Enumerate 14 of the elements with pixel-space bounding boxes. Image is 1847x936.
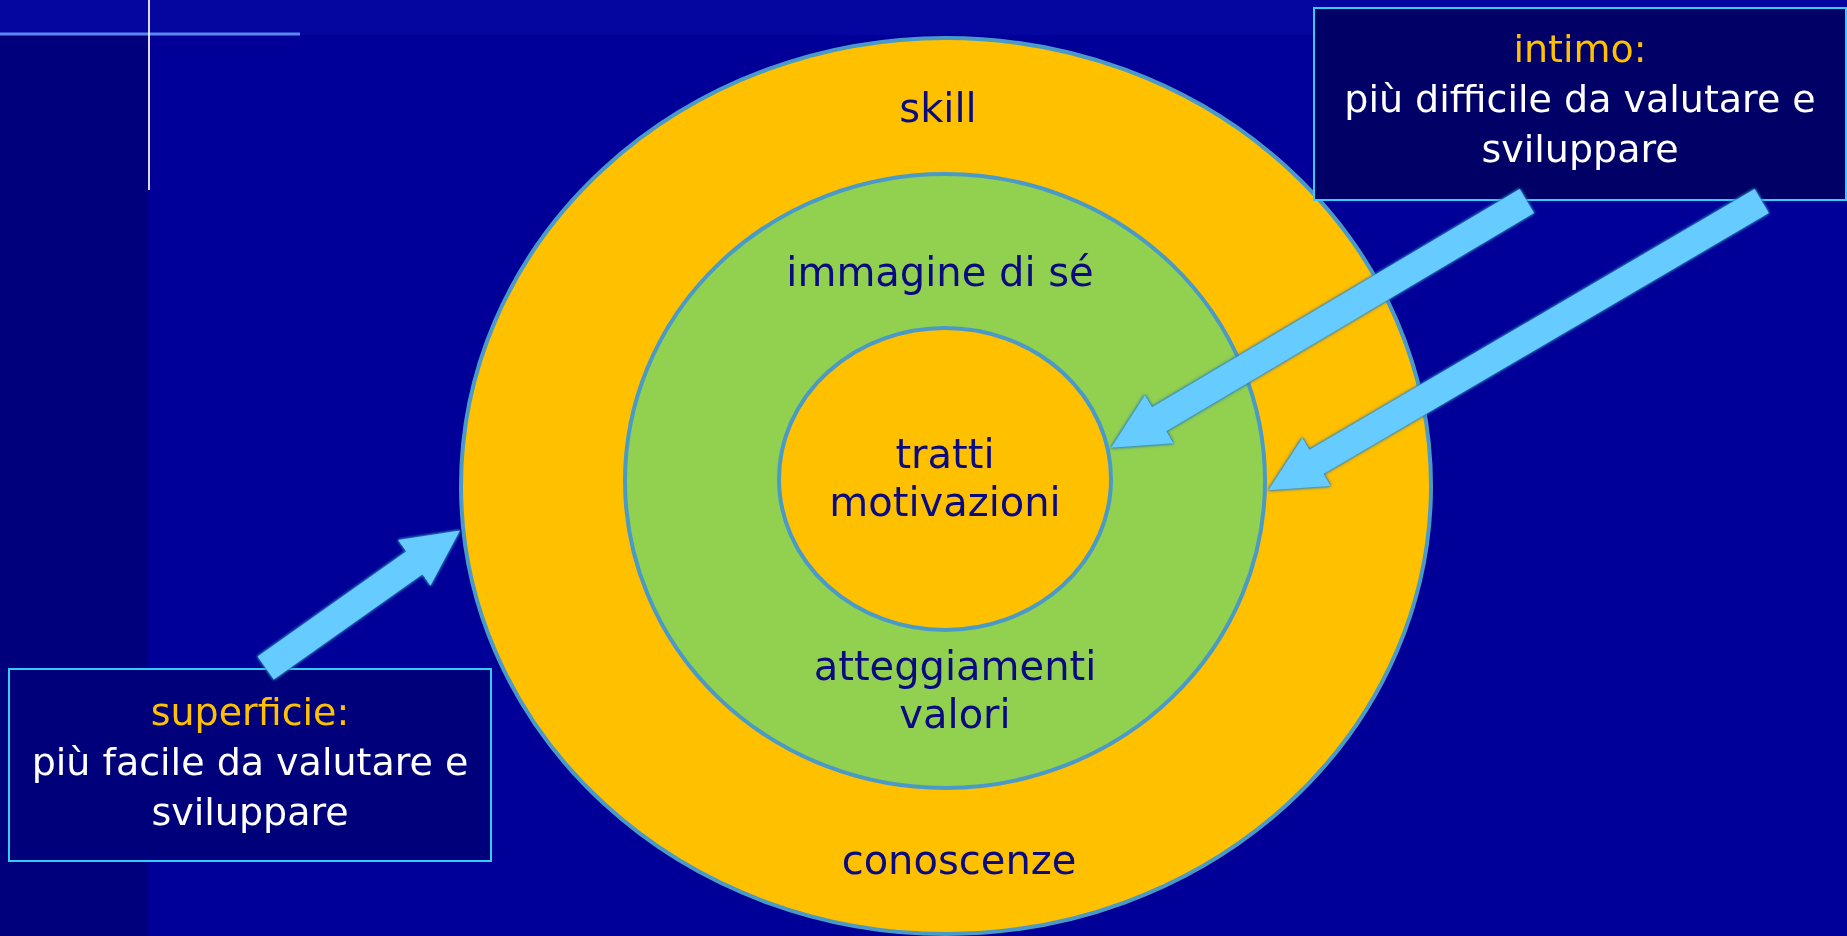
text-box: [1313, 7, 1847, 201]
ring-label: atteggiamenti valori: [812, 642, 1098, 738]
block-arrow: [1111, 188, 1534, 448]
box-heading: superficie:: [149, 689, 351, 736]
ring-label: skill: [898, 84, 978, 132]
ring-label: immagine di sé: [785, 248, 1095, 296]
block-arrow: [257, 530, 460, 680]
box-heading: intimo:: [1512, 26, 1648, 73]
box-text: più difficile da valutare e sviluppare: [1343, 76, 1817, 173]
ring-label: conoscenze: [840, 836, 1078, 884]
box-text: più facile da valutare e sviluppare: [30, 739, 470, 836]
block-arrow: [1268, 188, 1769, 491]
ring-label: tratti motivazioni: [828, 430, 1062, 526]
text-box: [8, 668, 492, 862]
